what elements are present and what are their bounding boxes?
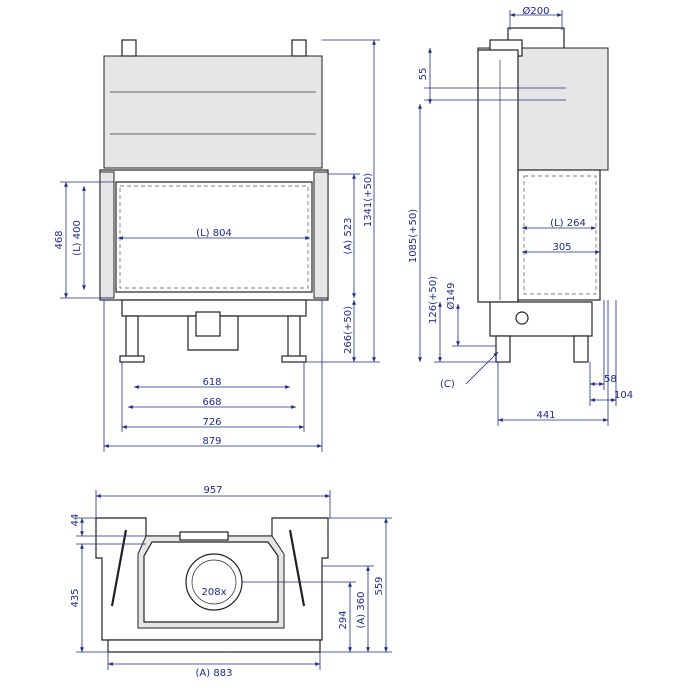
dim-L264: (L) 264	[550, 218, 586, 229]
dim-104: 104	[614, 390, 633, 401]
dim-468: 468	[54, 230, 65, 249]
dim-957: 957	[203, 485, 222, 496]
front-left-leg	[125, 315, 139, 361]
dim-305: 305	[552, 242, 571, 253]
dim-294: 294	[338, 610, 349, 629]
dim-266: 266(+50)	[343, 306, 354, 354]
dim-44: 44	[70, 514, 81, 527]
dim-58: 58	[604, 374, 617, 385]
side-base	[489, 301, 593, 337]
dim-A883: (A) 883	[196, 668, 233, 679]
front-view: 618 668 726 879 (L) 804 468 (L) 400 (A) …	[54, 39, 380, 452]
dim-55: 55	[418, 68, 429, 81]
top-view: 208x 957 44 435 294 (A) 360 559 (A) 883	[70, 485, 392, 679]
dim-618: 618	[202, 377, 221, 388]
side-leg-right	[573, 335, 589, 363]
dim-126: 126(+50)	[428, 276, 439, 324]
dim-d200: Ø200	[523, 5, 550, 17]
dim-435: 435	[70, 588, 81, 607]
front-left-handle	[121, 39, 137, 57]
label-C: (C)	[440, 379, 455, 390]
dim-668: 668	[202, 397, 221, 408]
front-right-handle	[291, 39, 307, 57]
side-leg-left	[495, 335, 511, 363]
dim-441: 441	[536, 410, 555, 421]
side-view: Ø200 55 1085(+50) (L) 264 305 126(+50) Ø…	[408, 5, 633, 426]
dim-879: 879	[202, 436, 221, 447]
dim-559: 559	[374, 576, 385, 595]
top-flue-circle	[185, 553, 243, 611]
dim-1085: 1085(+50)	[408, 209, 419, 263]
dim-208x: 208x	[201, 587, 226, 598]
dim-A523: (A) 523	[343, 218, 354, 255]
dim-d149: Ø149	[445, 283, 457, 310]
dim-1341: 1341(+50)	[363, 173, 374, 227]
dim-L804: (L) 804	[196, 228, 232, 239]
dim-A360: (A) 360	[356, 592, 367, 629]
front-right-leg	[287, 315, 301, 361]
dim-726: 726	[202, 417, 221, 428]
side-air-inlet	[515, 311, 529, 325]
side-glass-panel	[517, 169, 601, 301]
dim-L400: (L) 400	[72, 220, 83, 256]
front-hood	[103, 55, 323, 169]
